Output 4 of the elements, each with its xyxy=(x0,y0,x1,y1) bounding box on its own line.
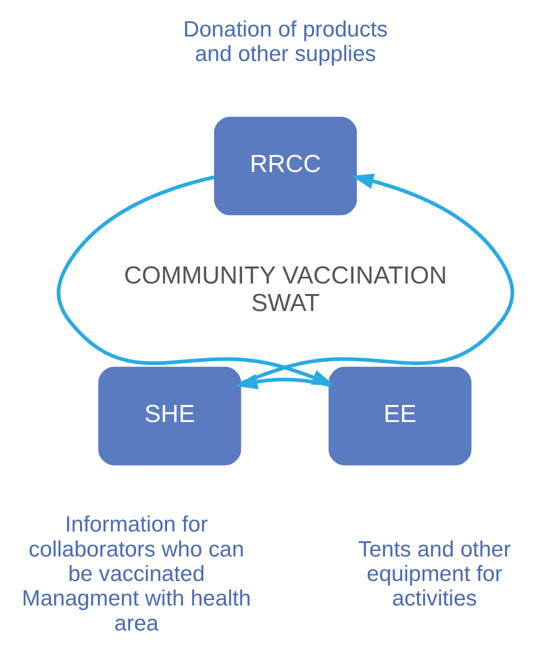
node-label: Tents and other equipment for activities xyxy=(358,536,511,611)
node-label: Information for collaborators who can be vaccinated Managment with health area xyxy=(22,512,251,636)
node-label: Donation of products and other supplies xyxy=(183,16,388,66)
label: COMMUNITY VACCINATION SWAT xyxy=(124,262,447,317)
